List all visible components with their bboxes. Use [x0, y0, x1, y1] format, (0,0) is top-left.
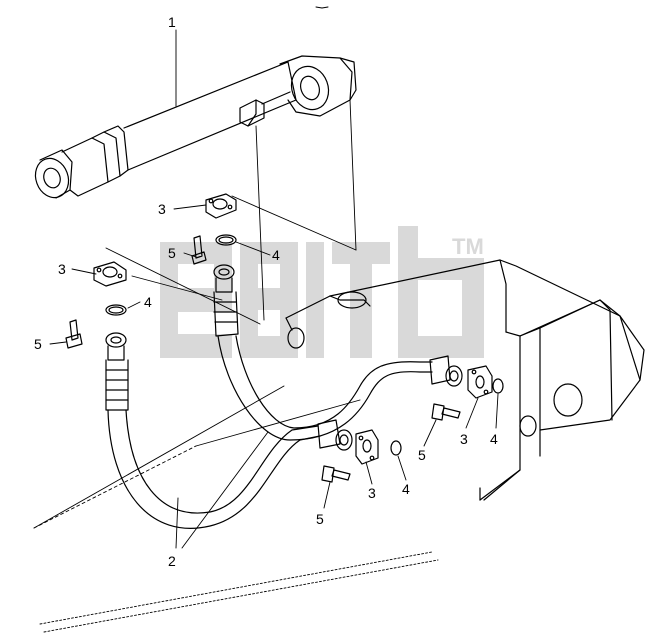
callout-3-lower-right: 3: [460, 431, 468, 447]
hydraulic-cylinder: [34, 55, 357, 199]
flange-lower-right: [431, 365, 504, 421]
leader-lines: [49, 29, 499, 549]
trademark-mark: TM: [452, 234, 484, 259]
top-mark: [315, 6, 329, 9]
callout-4-upper-left: 4: [144, 294, 152, 310]
callout-5-upper-left: 5: [34, 336, 42, 352]
watermark-logo: [160, 226, 484, 358]
flange-lower-left: [321, 429, 402, 483]
callout-5-upper-right: 5: [168, 245, 176, 261]
callout-2: 2: [168, 553, 176, 569]
hose-right: [213, 264, 463, 441]
callout-5-lower-right: 5: [418, 447, 426, 463]
hose-left: [105, 332, 353, 529]
callout-4-lower-right: 4: [490, 431, 498, 447]
callout-1: 1: [168, 14, 176, 30]
flange-upper-left: [65, 261, 127, 349]
callout-3-upper-left: 3: [58, 261, 66, 277]
callout-5-lower-left: 5: [316, 511, 324, 527]
callout-4-upper-right: 4: [272, 247, 280, 263]
construction-lines: [33, 99, 439, 633]
callout-4-lower-left: 4: [402, 481, 410, 497]
callout-3-upper-right: 3: [158, 201, 166, 217]
boom-frame: [285, 259, 645, 501]
flange-upper-right: [191, 193, 237, 265]
callout-3-lower-left: 3: [368, 485, 376, 501]
callout-labels: 1 2 3 4 5 3 4 5 3 4 5 3 4 5: [34, 14, 498, 569]
